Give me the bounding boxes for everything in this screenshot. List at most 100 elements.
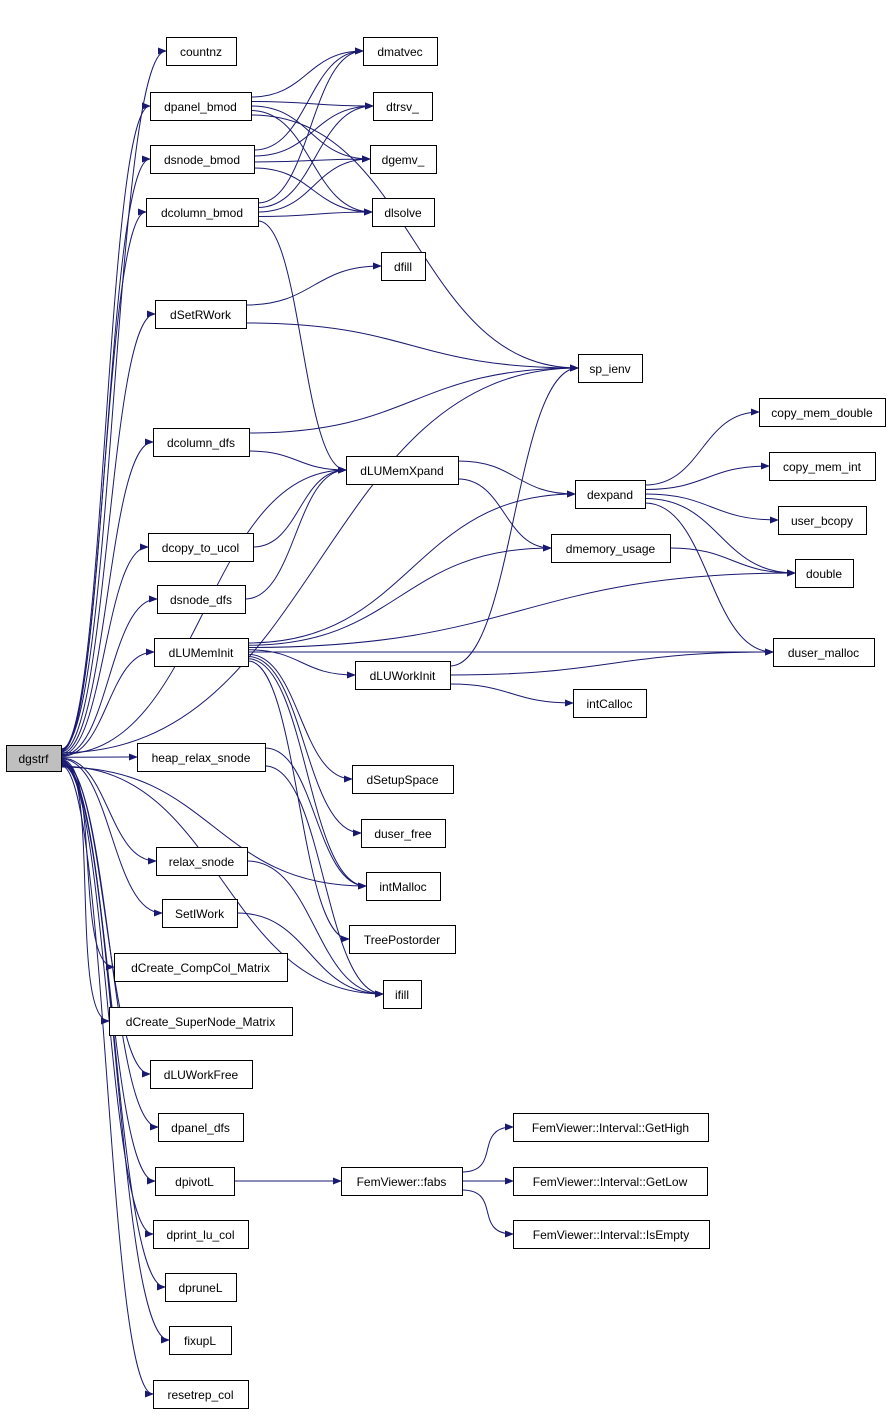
node-intmalloc[interactable]: intMalloc <box>366 872 441 901</box>
node-dlumemxpand[interactable]: dLUMemXpand <box>346 456 459 485</box>
node-isempty[interactable]: FemViewer::Interval::IsEmpty <box>513 1220 710 1249</box>
node-dmatvec[interactable]: dmatvec <box>363 37 438 66</box>
node-box <box>346 456 459 485</box>
node-box <box>150 92 252 121</box>
edge-dgstrf-to-resetrep-col <box>60 765 154 1398</box>
edge-dgstrf-to-dpanel-dfs <box>60 761 159 1131</box>
node-dlumeminit[interactable]: dLUMemInit <box>154 638 249 667</box>
edge-dgstrf-to-countnz <box>60 47 167 750</box>
node-duser-malloc[interactable]: duser_malloc <box>773 638 875 667</box>
node-user-bcopy[interactable]: user_bcopy <box>778 506 867 535</box>
node-label: dfill <box>394 260 412 274</box>
node-box <box>363 37 438 66</box>
node-countnz[interactable]: countnz <box>166 37 237 66</box>
node-fixupl[interactable]: fixupL <box>169 1326 232 1355</box>
node-dsetrwork[interactable]: dSetRWork <box>155 300 247 329</box>
node-box <box>148 533 254 562</box>
edge-dmemory-usage-to-double <box>669 547 796 577</box>
node-label: relax_snode <box>169 855 235 869</box>
node-dcopy-to-ucol[interactable]: dcopy_to_ucol <box>148 533 254 562</box>
node-box <box>759 398 886 427</box>
node-relax-snode[interactable]: relax_snode <box>156 847 248 876</box>
edge-dexpand-to-copy-mem-int <box>644 462 770 490</box>
node-box <box>361 819 446 848</box>
node-copy-mem-int[interactable]: copy_mem_int <box>769 452 876 481</box>
node-sp-ienv[interactable]: sp_ienv <box>578 354 643 383</box>
node-gethigh[interactable]: FemViewer::Interval::GetHigh <box>513 1113 709 1142</box>
node-box <box>769 452 876 481</box>
node-dpanel-dfs[interactable]: dpanel_dfs <box>158 1113 244 1142</box>
nodes-layer: dgstrf countnz dpanel_bmod dsnode_bmoddcolu… <box>6 37 886 1409</box>
edge-heap-relax-snode-to-ifill <box>264 765 384 998</box>
node-box <box>153 1380 249 1409</box>
node-double[interactable]: double <box>795 559 854 588</box>
node-dcreate-supernode-matrix[interactable]: dCreate_SuperNode_Matrix <box>109 1007 293 1036</box>
node-label: TreePostorder <box>364 933 440 947</box>
node-dsetupspace[interactable]: dSetupSpace <box>352 765 454 794</box>
edge-dgstrf-to-dcopy-to-ucol <box>60 543 149 756</box>
node-dexpand[interactable]: dexpand <box>575 480 646 509</box>
node-box <box>551 534 671 563</box>
node-label: FemViewer::Interval::GetHigh <box>532 1121 689 1135</box>
node-copy-mem-double[interactable]: copy_mem_double <box>759 398 886 427</box>
node-label: dlsolve <box>384 206 422 220</box>
node-dcolumn-bmod[interactable]: dcolumn_bmod <box>146 198 259 227</box>
edge-dgstrf-to-relax-snode <box>60 757 157 865</box>
edge-dlumeminit-to-intmalloc <box>247 658 367 890</box>
node-setiwork[interactable]: SetIWork <box>162 899 238 928</box>
node-label: dcolumn_dfs <box>167 436 235 450</box>
node-label: dCreate_SuperNode_Matrix <box>126 1015 275 1029</box>
node-dpivotl[interactable]: dpivotL <box>155 1167 235 1196</box>
node-duser-free[interactable]: duser_free <box>361 819 446 848</box>
node-dmemory-usage[interactable]: dmemory_usage <box>551 534 671 563</box>
node-box <box>169 1326 232 1355</box>
node-label: copy_mem_double <box>771 406 873 420</box>
node-dluworkfree[interactable]: dLUWorkFree <box>150 1060 253 1089</box>
node-intcalloc[interactable]: intCalloc <box>573 689 647 718</box>
edge-dluworkinit-to-duser-malloc <box>449 648 774 676</box>
node-dcolumn-dfs[interactable]: dcolumn_dfs <box>153 428 250 457</box>
node-dsnode-dfs[interactable]: dsnode_dfs <box>157 585 246 614</box>
node-label: intMalloc <box>379 880 426 894</box>
node-dprunel[interactable]: dpruneL <box>165 1273 237 1302</box>
node-dfill[interactable]: dfill <box>381 252 426 281</box>
node-ifill[interactable]: ifill <box>383 980 422 1009</box>
node-dpanel-bmod[interactable]: dpanel_bmod <box>150 92 252 121</box>
node-label: duser_free <box>374 827 432 841</box>
node-box <box>150 1060 253 1089</box>
node-resetrep-col[interactable]: resetrep_col <box>153 1380 249 1409</box>
node-dgemv[interactable]: dgemv_ <box>370 145 437 174</box>
node-getlow[interactable]: FemViewer::Interval::GetLow <box>513 1167 708 1196</box>
edge-dexpand-to-user-bcopy <box>644 493 779 524</box>
node-label: dpanel_dfs <box>171 1121 230 1135</box>
edge-heap-relax-snode-to-intmalloc <box>264 747 367 890</box>
node-label: dsnode_dfs <box>170 593 232 607</box>
node-treepostorder[interactable]: TreePostorder <box>349 925 456 954</box>
node-dtrsv[interactable]: dtrsv_ <box>373 92 433 121</box>
node-heap-relax-snode[interactable]: heap_relax_snode <box>137 743 266 772</box>
node-dlsolve[interactable]: dlsolve <box>372 198 435 227</box>
node-dluworkinit[interactable]: dLUWorkInit <box>355 661 451 690</box>
node-box <box>513 1113 709 1142</box>
edge-dgstrf-to-dsetrwork <box>60 310 156 753</box>
node-label: dpruneL <box>178 1281 222 1295</box>
edge-dexpand-to-copy-mem-double <box>644 408 760 486</box>
node-box <box>341 1167 463 1196</box>
edge-dexpand-to-double <box>644 498 796 577</box>
node-label: dpivotL <box>175 1175 214 1189</box>
node-label: intCalloc <box>586 697 632 711</box>
node-label: dSetRWork <box>170 308 232 322</box>
edge-dcolumn-bmod-to-dgemv <box>257 155 371 213</box>
node-box <box>162 899 238 928</box>
node-dgstrf[interactable]: dgstrf <box>6 745 62 772</box>
edge-dgstrf-to-dlumeminit <box>60 648 155 757</box>
node-fabs[interactable]: FemViewer::fabs <box>341 1167 463 1196</box>
node-dsnode-bmod[interactable]: dsnode_bmod <box>150 145 255 174</box>
node-dprint-lu-col[interactable]: dprint_lu_col <box>153 1220 249 1249</box>
edge-dgstrf-to-dsnode-dfs <box>60 595 158 757</box>
node-box <box>383 980 422 1009</box>
edge-dlumeminit-to-dmemory-usage <box>247 544 552 646</box>
node-dcreate-compcol-matrix[interactable]: dCreate_CompCol_Matrix <box>114 953 288 982</box>
node-box <box>165 1273 237 1302</box>
